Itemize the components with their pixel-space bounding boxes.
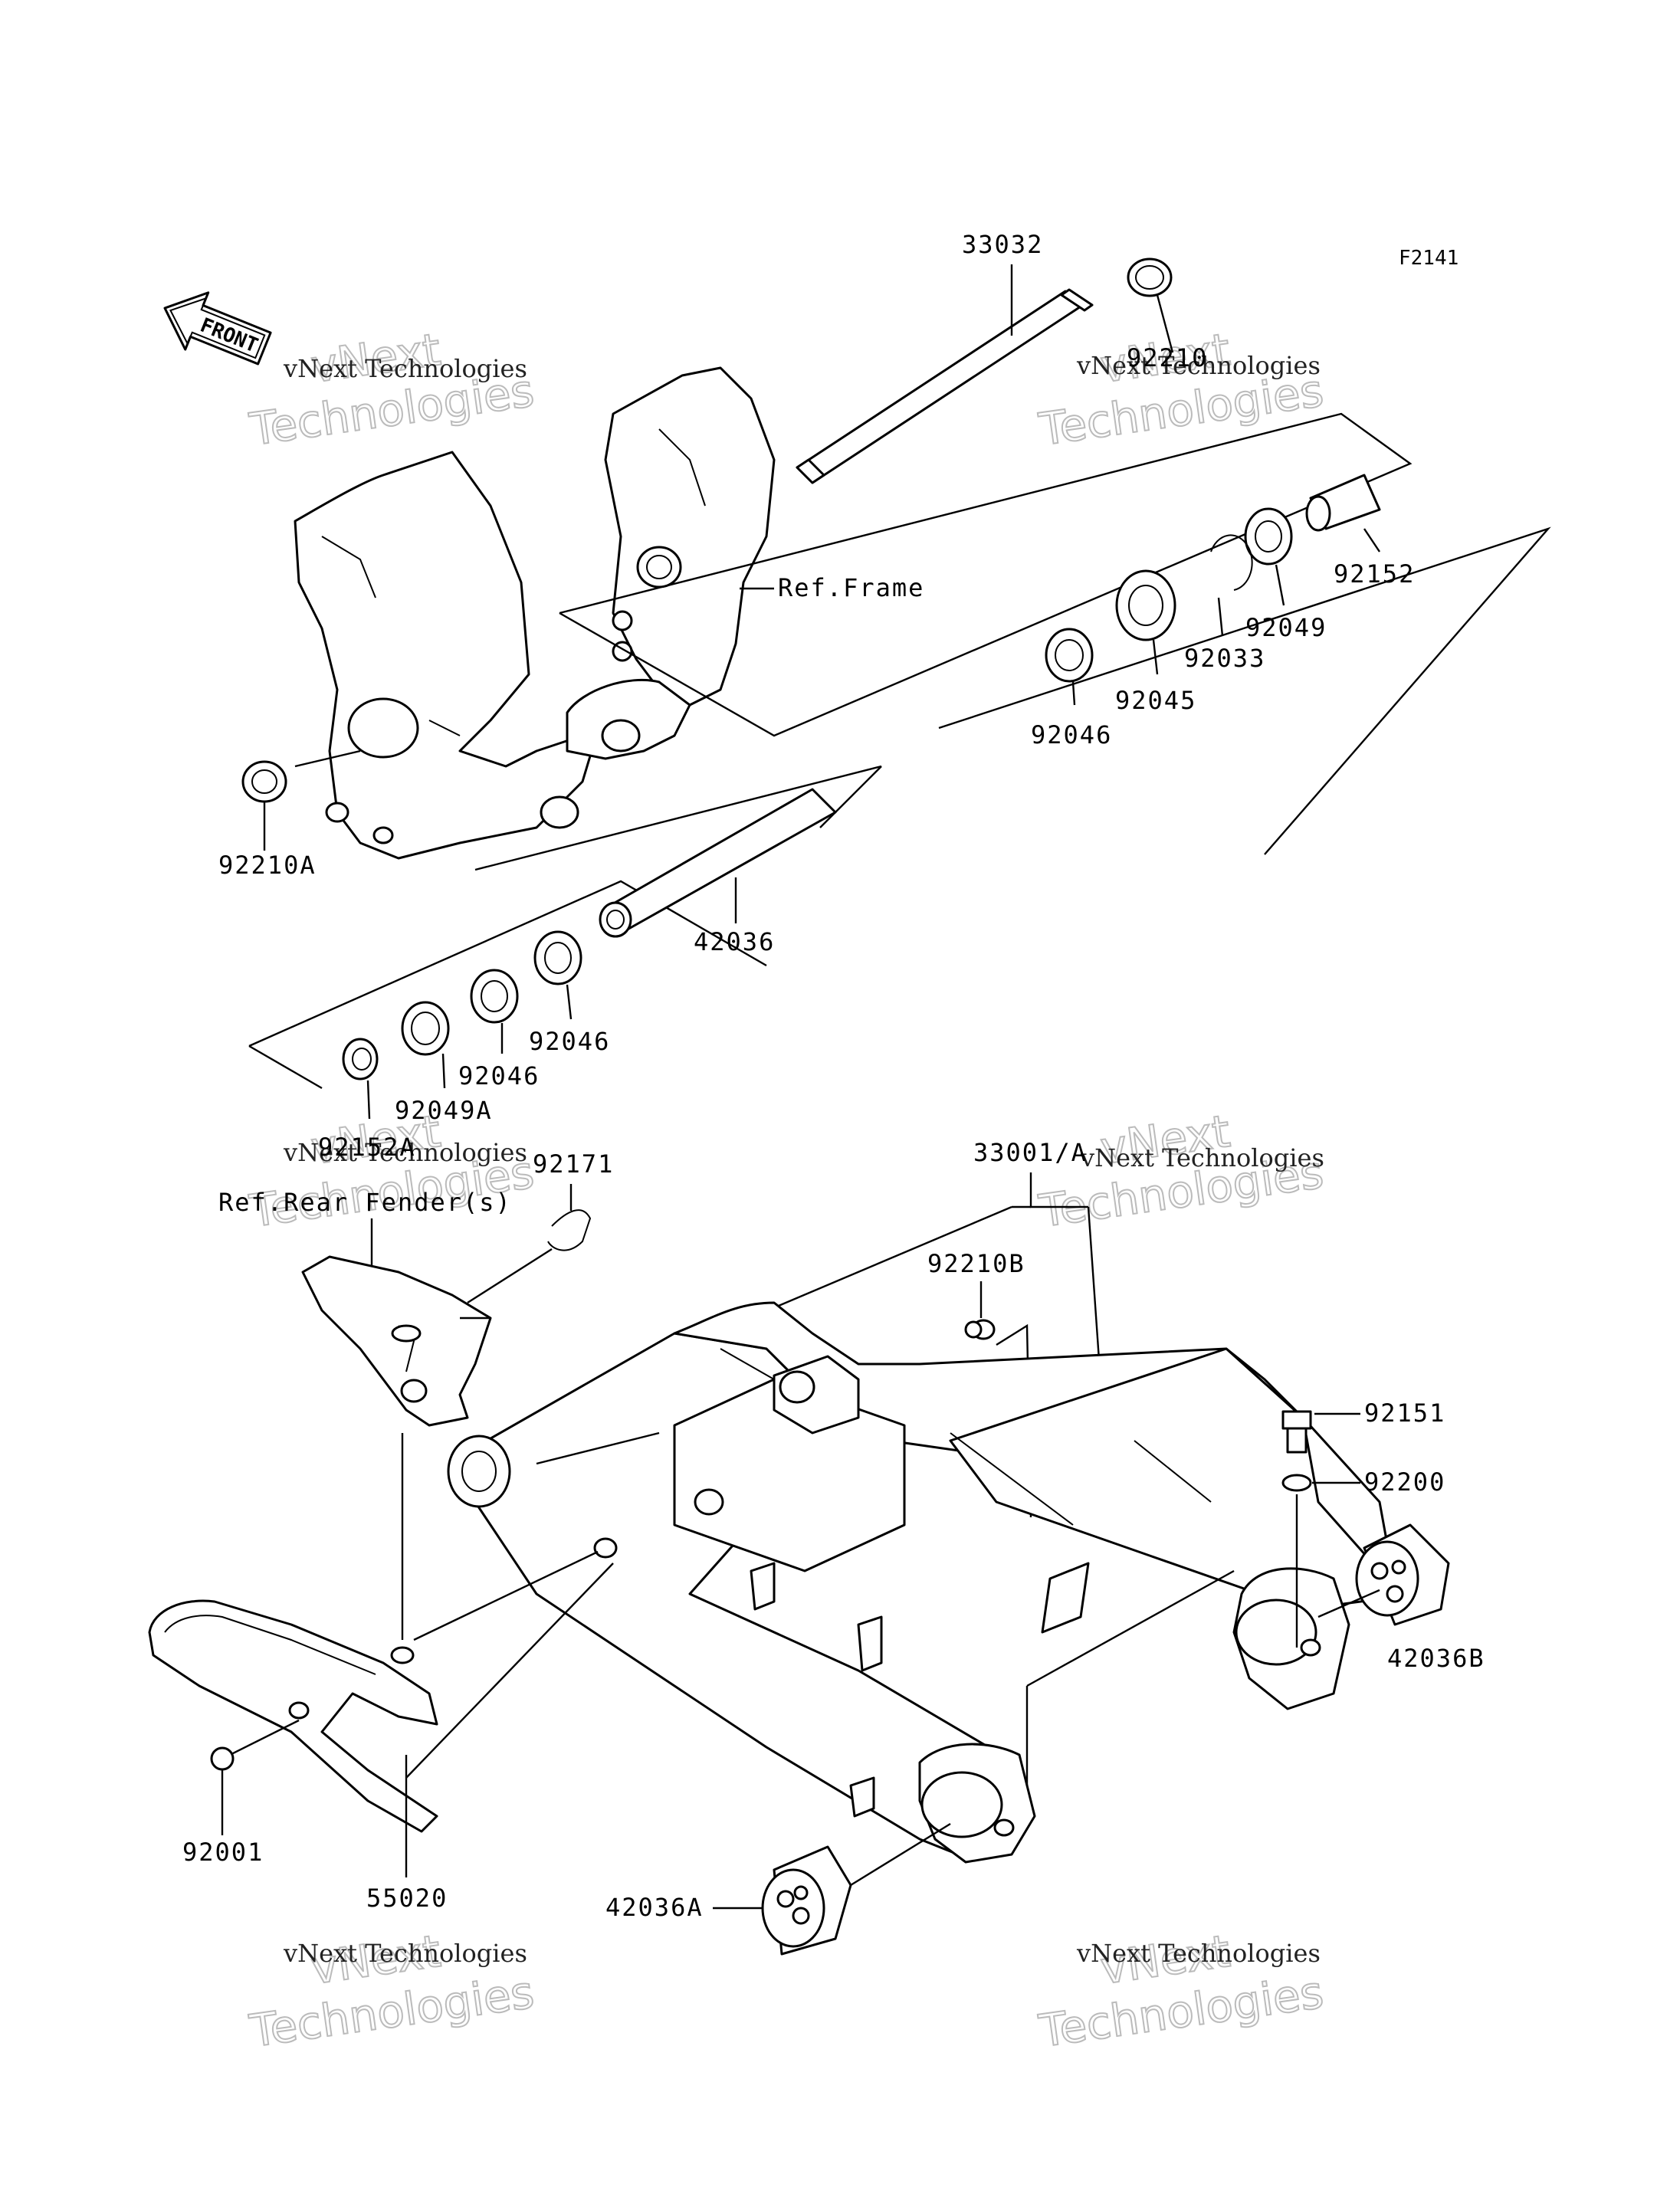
part-label-92045: 92045 bbox=[1115, 686, 1196, 715]
part-label-92210A: 92210A bbox=[218, 851, 317, 880]
watermark-text: vNext Technologies bbox=[283, 354, 527, 383]
watermark-text: vNext Technologies bbox=[1076, 351, 1321, 380]
needle-bearing-92046-mid: 92046 bbox=[529, 930, 610, 1056]
part-label-92049: 92049 bbox=[1245, 613, 1327, 642]
part-label-92046-mid: 92046 bbox=[529, 1027, 610, 1056]
collar-92049A: 92049A bbox=[395, 1001, 493, 1125]
part-label-92210B: 92210B bbox=[927, 1249, 1025, 1278]
part-label-92200: 92200 bbox=[1364, 1467, 1445, 1497]
part-label-42036A: 42036A bbox=[605, 1893, 704, 1922]
nut-92210A: 92210A bbox=[218, 749, 361, 880]
explode-box-left bbox=[248, 880, 767, 1048]
ref-rear-fender-label: Ref.Rear Fender(s) bbox=[218, 1188, 512, 1217]
part-label-92046-lower: 92046 bbox=[458, 1061, 540, 1090]
pivot-shaft-33032: 33032 bbox=[796, 230, 1094, 484]
part-label-92171: 92171 bbox=[533, 1149, 614, 1179]
bearing-92045: 92045 bbox=[1115, 569, 1196, 715]
part-label-92210: 92210 bbox=[1127, 343, 1208, 372]
bolt-92151: 92151 bbox=[1281, 1399, 1445, 1454]
watermark-text: vNext Technologies bbox=[283, 1138, 527, 1167]
frame-assembly bbox=[294, 366, 776, 860]
nut-92210: 92210 bbox=[1127, 257, 1208, 372]
needle-bearing-92046-right: 92046 bbox=[1031, 628, 1112, 749]
circlip-92033: 92033 bbox=[1184, 534, 1265, 673]
part-label-33032: 33032 bbox=[962, 230, 1043, 259]
chain-adjuster-42036B: 42036B bbox=[1025, 1523, 1485, 1785]
explode-box-lower bbox=[938, 526, 1551, 855]
washer-92200: 92200 bbox=[1281, 1467, 1445, 1648]
part-label-55020: 55020 bbox=[366, 1884, 448, 1913]
part-label-92001: 92001 bbox=[182, 1838, 264, 1867]
collar-92049: 92049 bbox=[1244, 507, 1327, 642]
ref-frame-label: Ref.Frame bbox=[778, 573, 924, 602]
figure-code: F2141 bbox=[1399, 247, 1459, 270]
part-label-92152: 92152 bbox=[1334, 559, 1415, 589]
part-label-42036: 42036 bbox=[694, 927, 775, 956]
front-arrow-icon: FRONT bbox=[163, 291, 272, 366]
left-axle-hole bbox=[920, 1771, 1003, 1838]
rear-fender bbox=[301, 1255, 492, 1427]
part-label-42036B: 42036B bbox=[1387, 1644, 1485, 1673]
dust-seal-92152A: 92152A bbox=[318, 1038, 416, 1162]
sleeve-42036: 42036 bbox=[599, 788, 837, 956]
watermark-text: vNext Technologies bbox=[283, 1939, 527, 1968]
watermark-text: vNext Technologies bbox=[1076, 1939, 1321, 1968]
dust-seal-92152: 92152 bbox=[1305, 474, 1415, 589]
part-label-92033: 92033 bbox=[1184, 644, 1265, 673]
chain-adjuster-42036A: 42036A bbox=[605, 1822, 951, 1956]
part-label-92152A: 92152A bbox=[318, 1133, 416, 1162]
frame-pivot-hole bbox=[636, 546, 682, 589]
frame-left-pivot bbox=[347, 697, 419, 759]
part-label-92151: 92151 bbox=[1364, 1399, 1445, 1428]
chain-guard-55020: 55020 bbox=[148, 1599, 448, 1913]
bolt-92001: 92001 bbox=[182, 1746, 264, 1867]
right-axle-hole bbox=[1235, 1599, 1317, 1666]
swingarm bbox=[447, 1301, 1419, 1864]
watermark-text: vNext Technologies bbox=[1080, 1143, 1324, 1172]
part-label-92049A: 92049A bbox=[395, 1096, 493, 1125]
part-label-92046-right: 92046 bbox=[1031, 720, 1112, 749]
clip-92171: 92171 bbox=[467, 1149, 614, 1304]
part-label-33001A: 33001/A bbox=[973, 1138, 1088, 1167]
needle-bearing-92046-lower: 92046 bbox=[458, 969, 540, 1090]
explode-box-upper bbox=[559, 412, 1413, 737]
